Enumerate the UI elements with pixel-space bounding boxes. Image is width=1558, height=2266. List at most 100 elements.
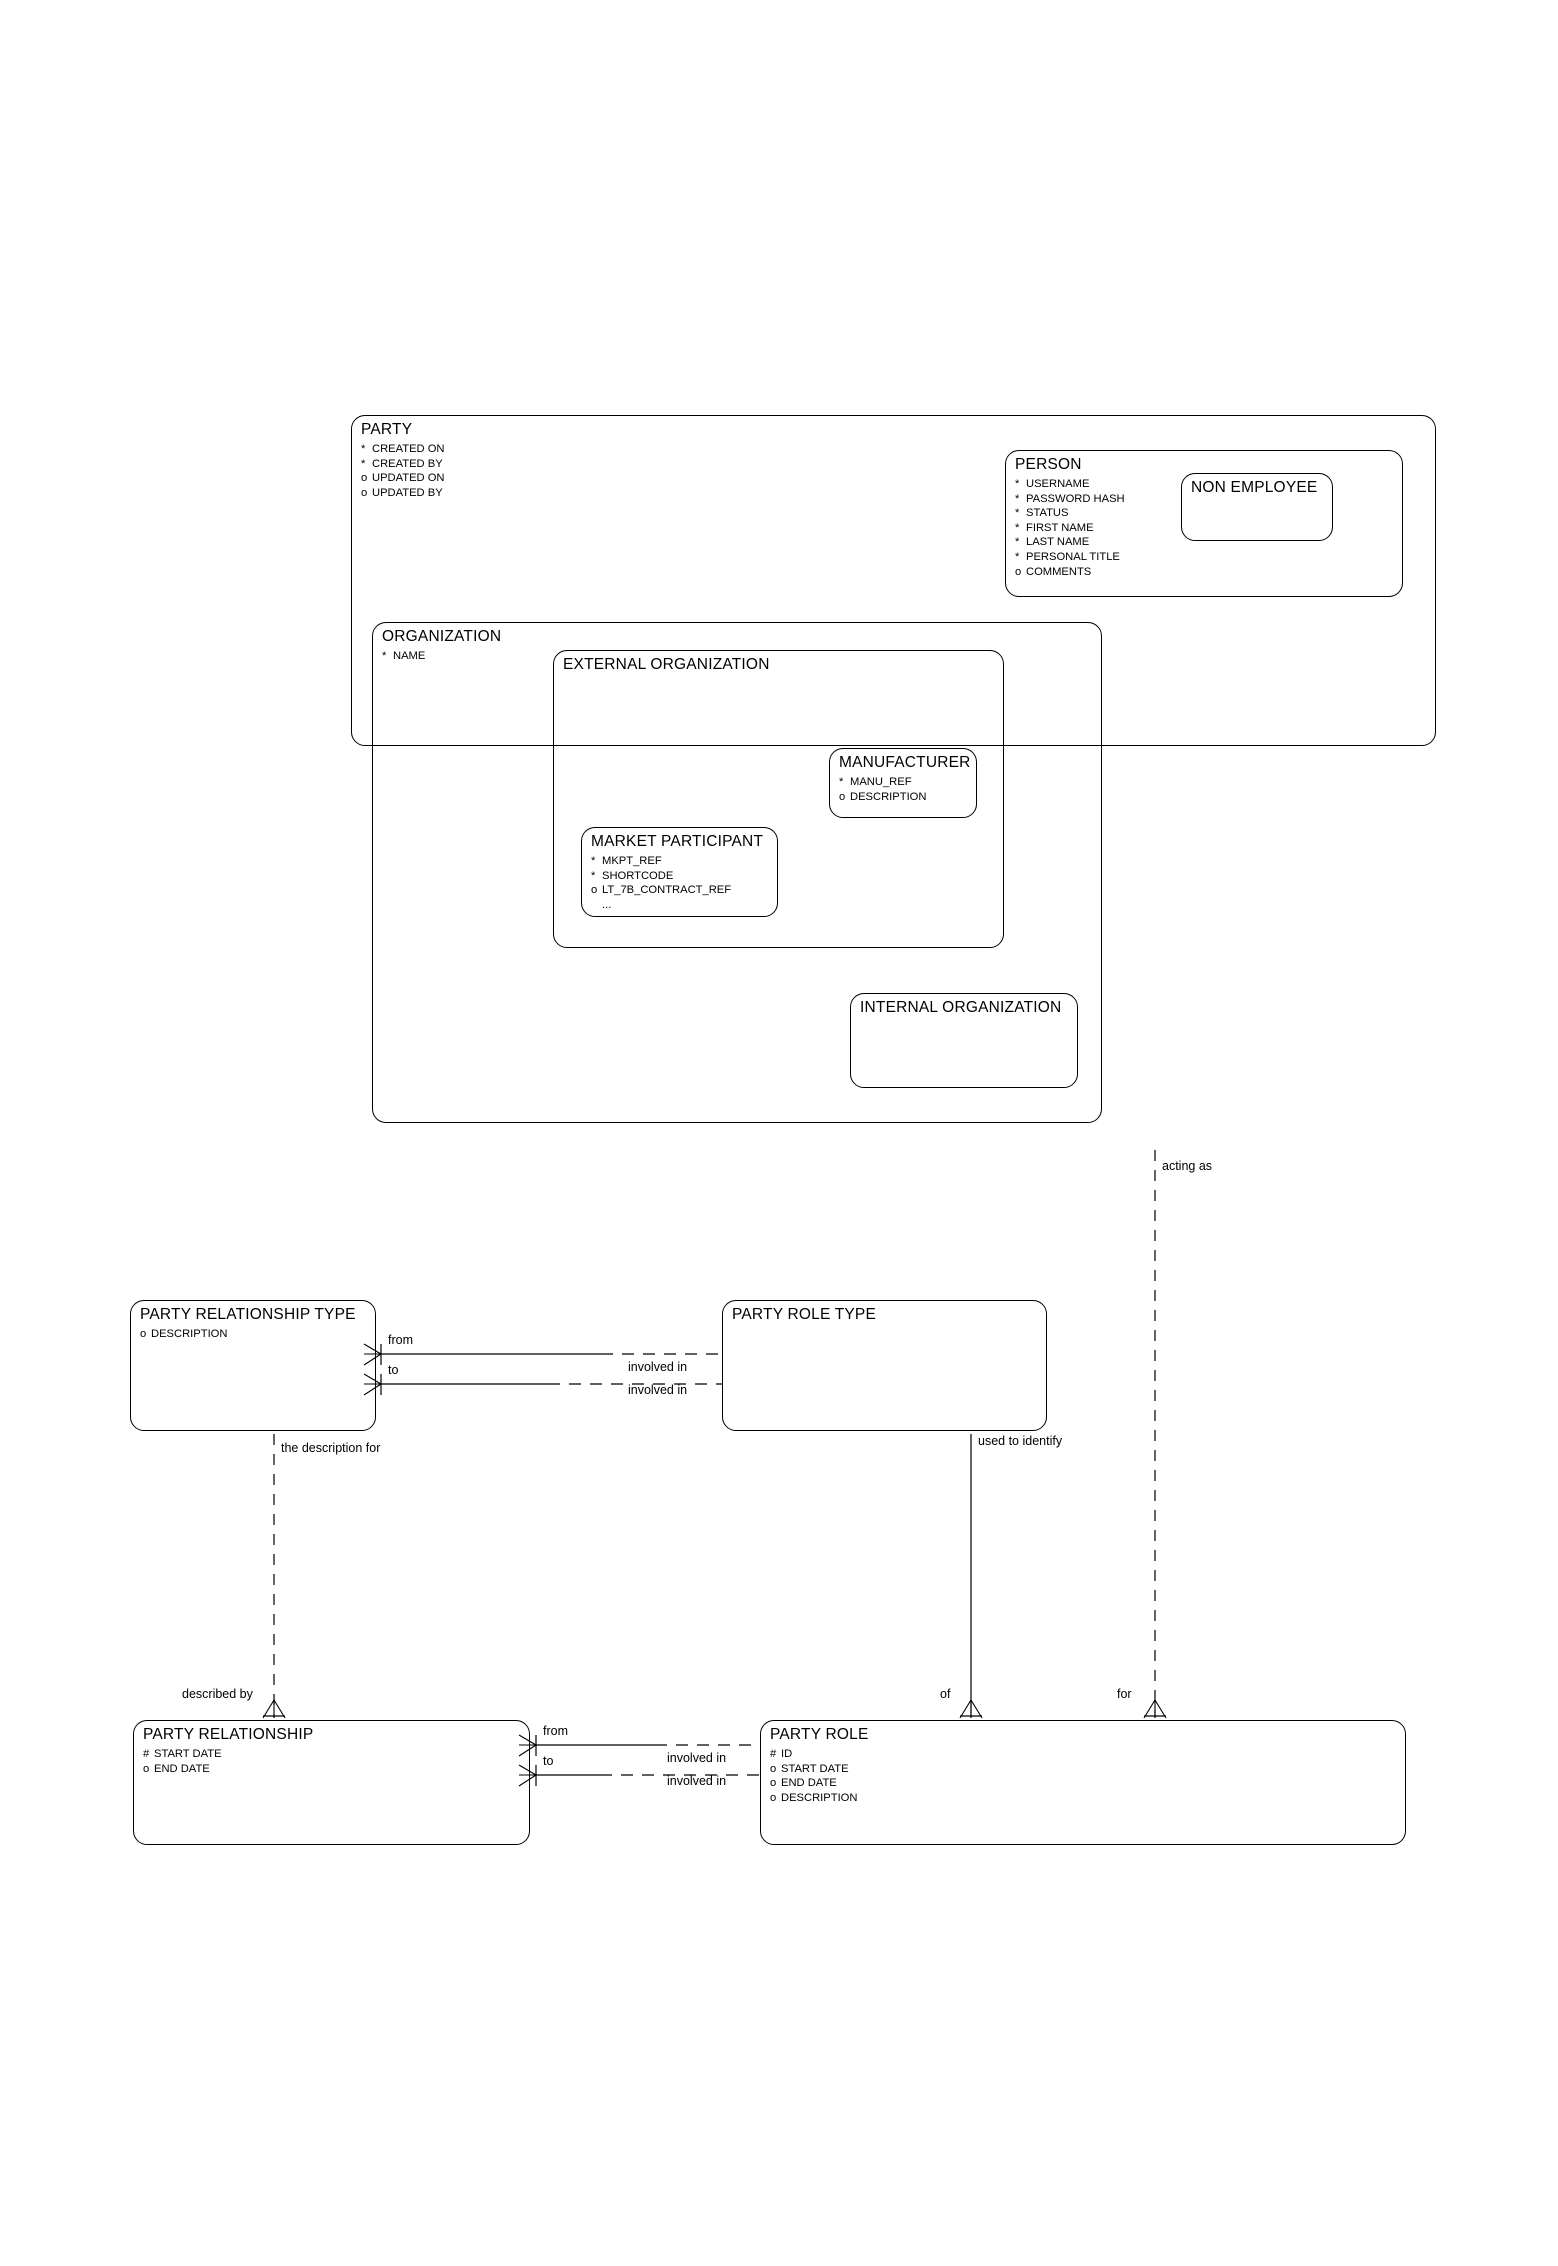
entity-party-relationship[interactable]: PARTY RELATIONSHIP #START DATE o END DATE [133,1720,530,1845]
attribute-row: # ID [770,1747,857,1762]
attribute-name: UPDATED BY [372,486,443,499]
attribute-name: END DATE [154,1762,210,1775]
label-pr-from: from [543,1724,568,1738]
attribute-row: #START DATE [143,1747,222,1762]
label-pr-to: to [543,1754,554,1768]
attribute-mark: o [361,472,368,485]
attribute-row: o UPDATED BY [361,486,445,501]
entity-title: PARTY ROLE [770,1726,869,1743]
label-pr-involved-in-1: involved in [667,1751,727,1765]
attribute-row: o UPDATED ON [361,471,445,486]
entity-party[interactable]: PARTY * CREATED ON * CREATED BY o UPDATED O… [351,415,1436,746]
crowsfoot-acting-as-a [1143,1699,1156,1719]
attribute-row: *FIRST NAME [1015,521,1125,536]
entity-title: PARTY RELATIONSHIP TYPE [140,1306,356,1323]
label-prt-from: from [388,1333,413,1347]
attribute-name: CREATED BY [372,457,443,470]
entity-title: INTERNAL ORGANIZATION [860,999,1062,1016]
entity-external-organization[interactable]: EXTERNAL ORGANIZATION [553,650,1004,948]
attribute-name: ID [781,1748,793,1760]
entity-market-participant[interactable]: MARKET PARTICIPANT *MKPT_REF *SHORTCODE … [581,827,778,917]
entity-person[interactable]: PERSON *USERNAME *PASSWORD HASH *STATUS … [1005,450,1403,597]
attribute-mark: * [1015,478,1020,490]
attribute-name: PERSONAL TITLE [1026,550,1120,563]
attribute-name: DESCRIPTION [151,1328,228,1340]
attribute-mark: o [143,1762,150,1775]
label-used-to-identify: used to identify [978,1434,1063,1448]
attribute-row: * CREATED ON [361,442,445,457]
attribute-name: START DATE [154,1748,222,1760]
attribute-name: ... [602,898,612,911]
attribute-mark: * [1015,550,1020,563]
entity-party-role-type[interactable]: PARTY ROLE TYPE [722,1300,1047,1431]
attribute-list: * NAME [382,649,425,664]
attribute-list: o DESCRIPTION [140,1327,227,1342]
label-prt-involved-in-1: involved in [628,1360,688,1374]
attribute-row: * MANU_REF [839,775,926,790]
attribute-row: * STATUS [1015,506,1125,521]
entity-title: MANUFACTURER [839,754,971,771]
attribute-name: SHORTCODE [602,869,674,882]
attribute-row: * SHORTCODE [591,869,731,884]
attribute-mark: o [140,1328,147,1340]
attribute-name: USERNAME [1026,478,1090,490]
attribute-mark: # [770,1748,777,1760]
attribute-mark: * [591,869,596,882]
attribute-mark: * [839,776,844,788]
attribute-row: o DESCRIPTION [140,1327,227,1342]
label-described-by: described by [182,1687,253,1701]
label-prt-to: to [388,1363,399,1377]
attribute-name: MANU_REF [850,776,912,788]
attribute-row: * USERNAME [1015,477,1125,492]
entity-internal-organization[interactable]: INTERNAL ORGANIZATION [850,993,1078,1088]
attribute-name: CREATED ON [372,443,445,455]
attribute-name: END DATE [781,1777,837,1790]
attribute-name: STATUS [1026,507,1069,520]
attribute-mark: * [591,855,596,867]
attribute-name: NAME [393,650,426,662]
entity-title: ORGANIZATION [382,628,502,645]
attribute-mark: * [361,443,366,455]
attribute-name: START DATE [781,1762,849,1775]
attribute-name: UPDATED ON [372,472,445,485]
label-prt-involved-in-2: involved in [628,1383,688,1397]
crowsfoot-of-a [959,1699,972,1719]
entity-title: NON EMPLOYEE [1191,479,1318,496]
attribute-name: DESCRIPTION [781,1791,858,1804]
attribute-mark: * [361,457,366,470]
attribute-mark: o [361,486,368,499]
entity-organization[interactable]: ORGANIZATION * NAME [372,622,1102,1123]
attribute-mark: * [1015,492,1020,505]
attribute-list: #START DATE o END DATE [143,1747,222,1776]
attribute-list: *USERNAME *PASSWORD HASH *STATUS *FIRST … [1015,477,1125,579]
attribute-mark: o [1015,565,1022,578]
entity-title: PARTY [361,421,413,438]
attribute-mark: * [1015,536,1020,549]
label-of: of [940,1687,951,1701]
label-for: for [1117,1687,1132,1701]
entity-title: PARTY RELATIONSHIP [143,1726,314,1743]
attribute-row: o END DATE [143,1762,222,1777]
attribute-mark: o [591,884,598,897]
entity-non-employee[interactable]: NON EMPLOYEE [1181,473,1333,541]
attribute-mark: o [770,1777,777,1790]
attribute-mark: * [1015,521,1020,534]
attribute-name: DESCRIPTION [850,790,927,803]
label-the-description-for: the description for [281,1441,381,1455]
attribute-mark: * [382,650,387,662]
entity-title: EXTERNAL ORGANIZATION [563,656,770,673]
entity-party-relationship-type[interactable]: PARTY RELATIONSHIP TYPE o DESCRIPTION [130,1300,376,1431]
attribute-row: * NAME [382,649,425,664]
attribute-row: *LAST NAME [1015,535,1125,550]
attribute-mark: * [1015,507,1020,520]
